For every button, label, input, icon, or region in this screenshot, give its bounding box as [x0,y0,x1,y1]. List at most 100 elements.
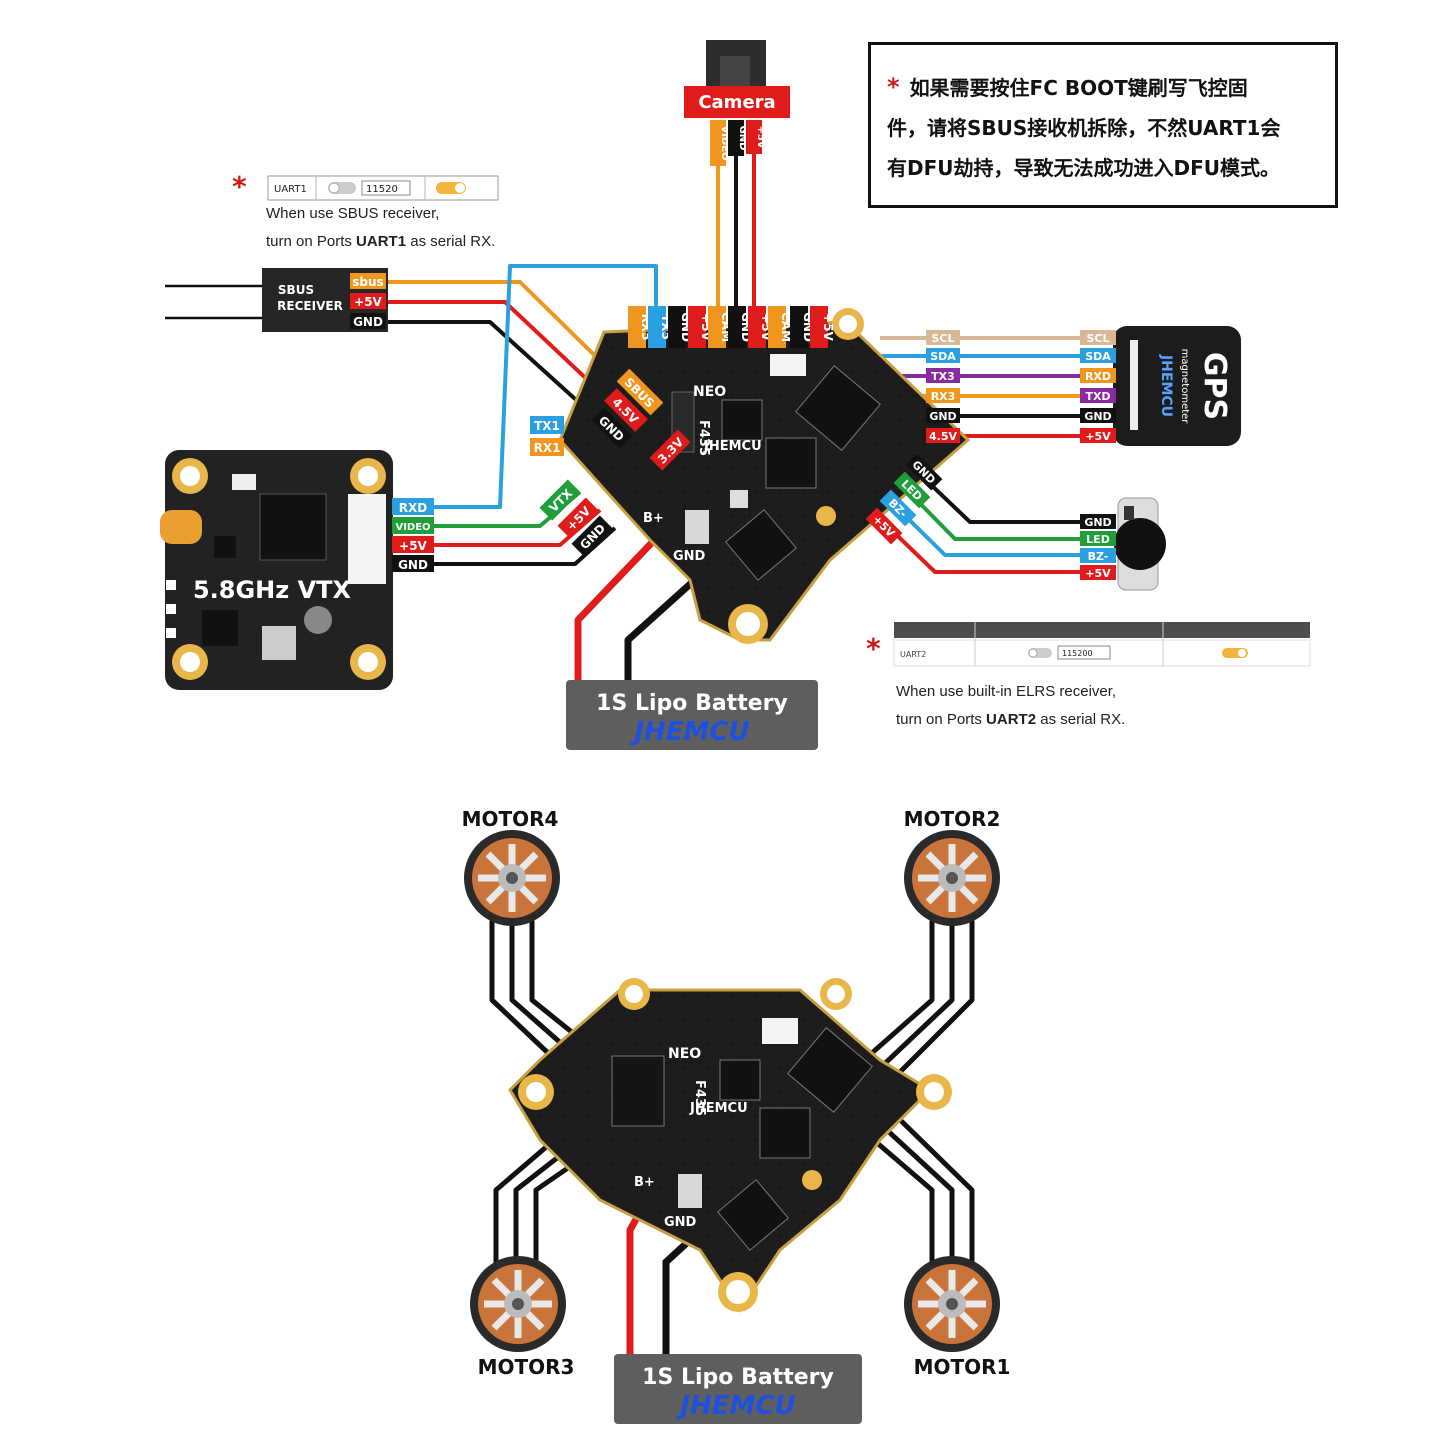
battery-bottom: 1S Lipo Battery JHEMCU [614,1354,862,1424]
battery-bottom-label: 1S Lipo Battery [642,1365,834,1390]
uart2-caption-port: UART2 [986,711,1037,728]
vtx-pin-gnd: GND [398,558,428,572]
gps-wire-labels: SCL SDA TX3 RX3 GND 4.5V [926,330,960,443]
board-bottom-brand-label: JHEMCU [689,1101,748,1116]
motor-3: MOTOR3 [470,1256,574,1379]
camera-pin-gnd: GND [737,126,748,151]
pad-5v-3: +5V [821,313,835,341]
gps-pin-txd: TXD [1085,390,1110,403]
camera-pin-video: VIDEO [719,125,730,160]
uart1-caption-line-2: turn on Ports UART1 as serial RX. [266,228,495,256]
motor1-label: MOTOR1 [914,1355,1011,1379]
uart2-caption-line-2: turn on Ports UART2 as serial RX. [896,706,1125,734]
uart2-port-label: UART2 [900,650,926,659]
uart2-caption-line-1: When use built-in ELRS receiver, [896,683,1117,700]
sbus-pin-5v: +5V [354,295,382,309]
gps-label: GPS [1197,352,1232,420]
uart2-baud-value: 115200 [1062,649,1093,658]
board-bottom-gnd-label: GND [664,1215,697,1230]
vtx-label: 5.8GHz VTX [193,576,352,604]
board-gnd-label: GND [673,549,706,564]
gps-pin-gnd: GND [1084,410,1111,423]
uart2-settings-row: * UART2 115200 [866,622,1311,667]
board-brand-label: JHEMCU [703,439,762,454]
board-model-label: F435 [696,420,711,456]
note-line-1-text: 如果需要按住FC BOOT键刷写飞控固 [909,76,1248,100]
wire-scl: SCL [931,332,954,345]
wire-sda: SDA [930,350,956,363]
gps-module: GPS magnetometer JHEMCU SCL SDA RXD TXD … [1080,326,1241,446]
pad-rx1: RX1 [534,441,561,455]
note-line-3: 有DFU劫持，导致无法成功进入DFU模式。 [887,156,1281,180]
buzzer-pin-5v: +5V [1085,567,1111,580]
uart1-caption-pre: turn on Ports [266,233,357,250]
motor2-label: MOTOR2 [904,807,1001,831]
wire-4-5v: 4.5V [929,430,957,443]
uart1-baud-select[interactable] [361,180,411,196]
pad-cam-2: CAM [779,312,793,342]
vtx-pin-rxd: RXD [399,501,427,515]
wire-tx3: TX3 [931,370,955,383]
board-bottom-neo-label: NEO [668,1046,701,1062]
board-bottom-bplus-label: B+ [634,1175,655,1190]
motor-2: MOTOR2 [904,807,1001,926]
vtx-pad-labels: VTX +5V GND [539,479,613,557]
gps-sub-label: magnetometer [1179,349,1190,425]
flight-controller-bottom: NEO F435 JHEMCU B+ GND [508,978,952,1313]
battery-top-brand: JHEMCU [629,717,749,747]
motor3-label: MOTOR3 [478,1355,575,1379]
camera-pin-5v: +5V [755,125,766,148]
svg-text:*: * [232,170,247,203]
buzzer: GND LED BZ- +5V [1080,497,1166,591]
note-line-1: * 如果需要按住FC BOOT键刷写飞控固 [887,67,1321,108]
sbus-receiver-title: RECEIVER [277,299,343,313]
board-neo-label: NEO [693,384,726,400]
sbus-pin-sbus: sbus [352,275,383,289]
uart2-caption-post: as serial RX. [1036,711,1126,728]
battery-bottom-brand: JHEMCU [675,1391,795,1421]
buzzer-pin-gnd: GND [1084,516,1111,529]
vtx-pin-5v: +5V [399,539,427,553]
buzzer-pad-labels: GND LED BZ- +5V [865,453,943,545]
left-pad-labels: SBUS 4.5V GND TX1 RX1 3.3V [530,368,691,471]
uart2-baud-select[interactable] [1057,645,1111,660]
wire-rx3: RX3 [931,390,956,403]
buzzer-pin-bz: BZ- [1088,550,1109,563]
gps-pin-rxd: RXD [1085,370,1111,383]
sbus-receiver: SBUS RECEIVER sbus +5V GND [165,268,388,332]
motor-1: MOTOR1 [904,1256,1010,1379]
camera: Camera VIDEO GND +5V [684,40,790,166]
motor-4: MOTOR4 [462,807,560,926]
top-pad-labels: RX5 TX5 GND +5V CAM GND +5V CAM GND +5V [628,306,835,348]
gps-brand-label: JHEMCU [1158,354,1174,417]
battery-top: 1S Lipo Battery JHEMCU [566,680,818,750]
gps-pin-scl: SCL [1086,332,1109,345]
uart1-settings-row: * UART1 11520 [232,170,499,203]
gps-pin-sda: SDA [1085,350,1111,363]
sbus-pin-gnd: GND [353,315,383,329]
uart1-baud-value: 11520 [366,184,398,195]
gps-pin-5v: +5V [1085,430,1111,443]
battery-top-label: 1S Lipo Battery [596,691,788,716]
uart2-caption: When use built-in ELRS receiver, turn on… [896,678,1125,734]
pad-tx1: TX1 [534,419,560,433]
motor4-label: MOTOR4 [462,807,559,831]
wire-gnd: GND [929,410,956,423]
svg-text:*: * [866,632,881,665]
uart1-caption-line-1: When use SBUS receiver, [266,205,440,222]
vtx-module: 5.8GHz VTX RXD VIDEO +5V GND [160,450,434,690]
board-bplus-label: B+ [643,511,664,526]
boot-warning-note: * 如果需要按住FC BOOT键刷写飞控固 件，请将SBUS接收机拆除，不然UAR… [868,42,1338,208]
warning-star-icon: * [887,73,900,101]
uart1-port-label: UART1 [274,184,307,195]
uart2-caption-pre: turn on Ports [896,711,987,728]
vtx-pin-video: VIDEO [395,522,430,533]
uart1-caption: When use SBUS receiver, turn on Ports UA… [266,200,495,256]
uart1-caption-post: as serial RX. [406,233,496,250]
camera-label: Camera [698,92,775,113]
sbus-title: SBUS [278,283,314,297]
note-line-2: 件，请将SBUS接收机拆除，不然UART1会 [887,116,1281,140]
board-bottom-model-label: F435 [692,1080,707,1116]
battery-wires-top [574,529,711,690]
